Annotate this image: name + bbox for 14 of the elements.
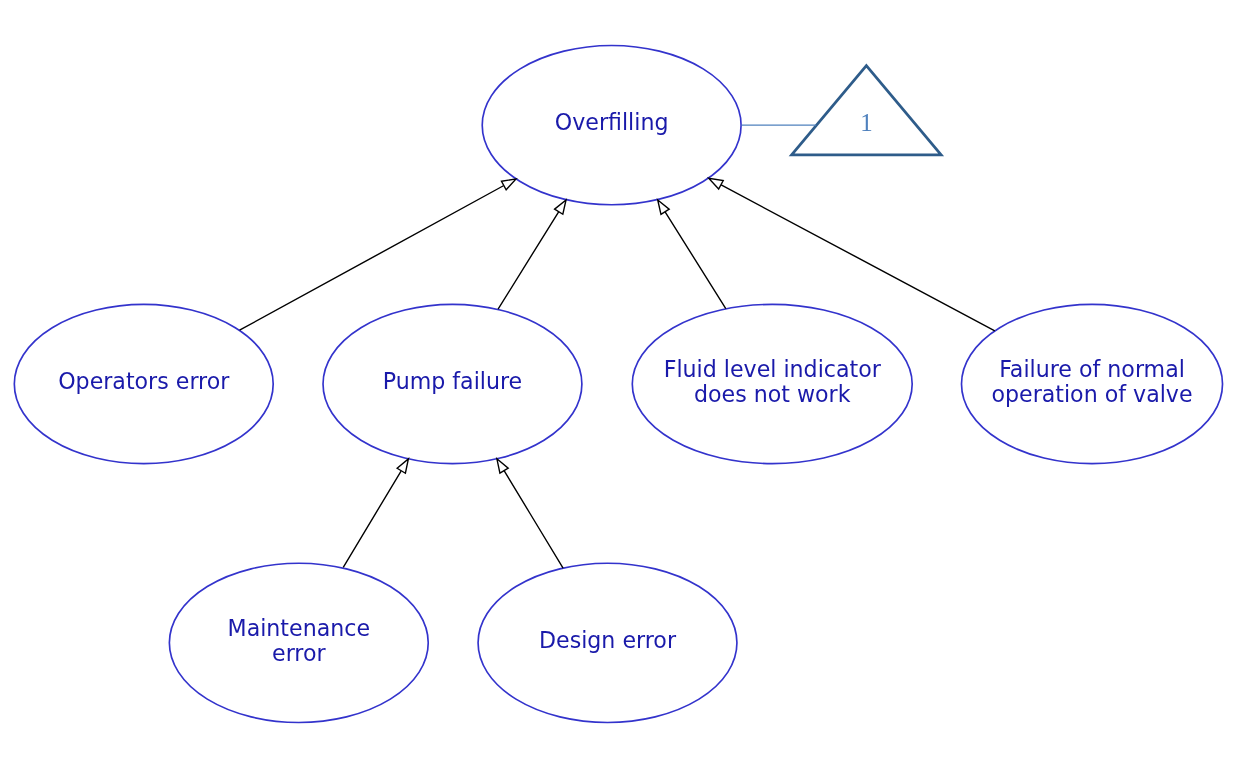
connector [740,123,817,126]
node-ellipse: Design error [477,561,738,723]
node-ellipse: Operators error [13,303,274,464]
node-ellipse: Overfilling [481,44,742,206]
arrow [656,197,727,309]
arrow [495,456,564,569]
arrow [706,176,996,331]
node-ellipse: Failure of normal operation of valve [960,303,1224,464]
arrow [342,456,410,568]
node-ellipse: Fluid level indicator does not work [631,303,914,464]
node-ellipse: Pump failure [322,303,583,464]
arrow [497,197,568,310]
arrow [238,177,518,331]
node-ellipse: Maintenance error [168,561,430,723]
